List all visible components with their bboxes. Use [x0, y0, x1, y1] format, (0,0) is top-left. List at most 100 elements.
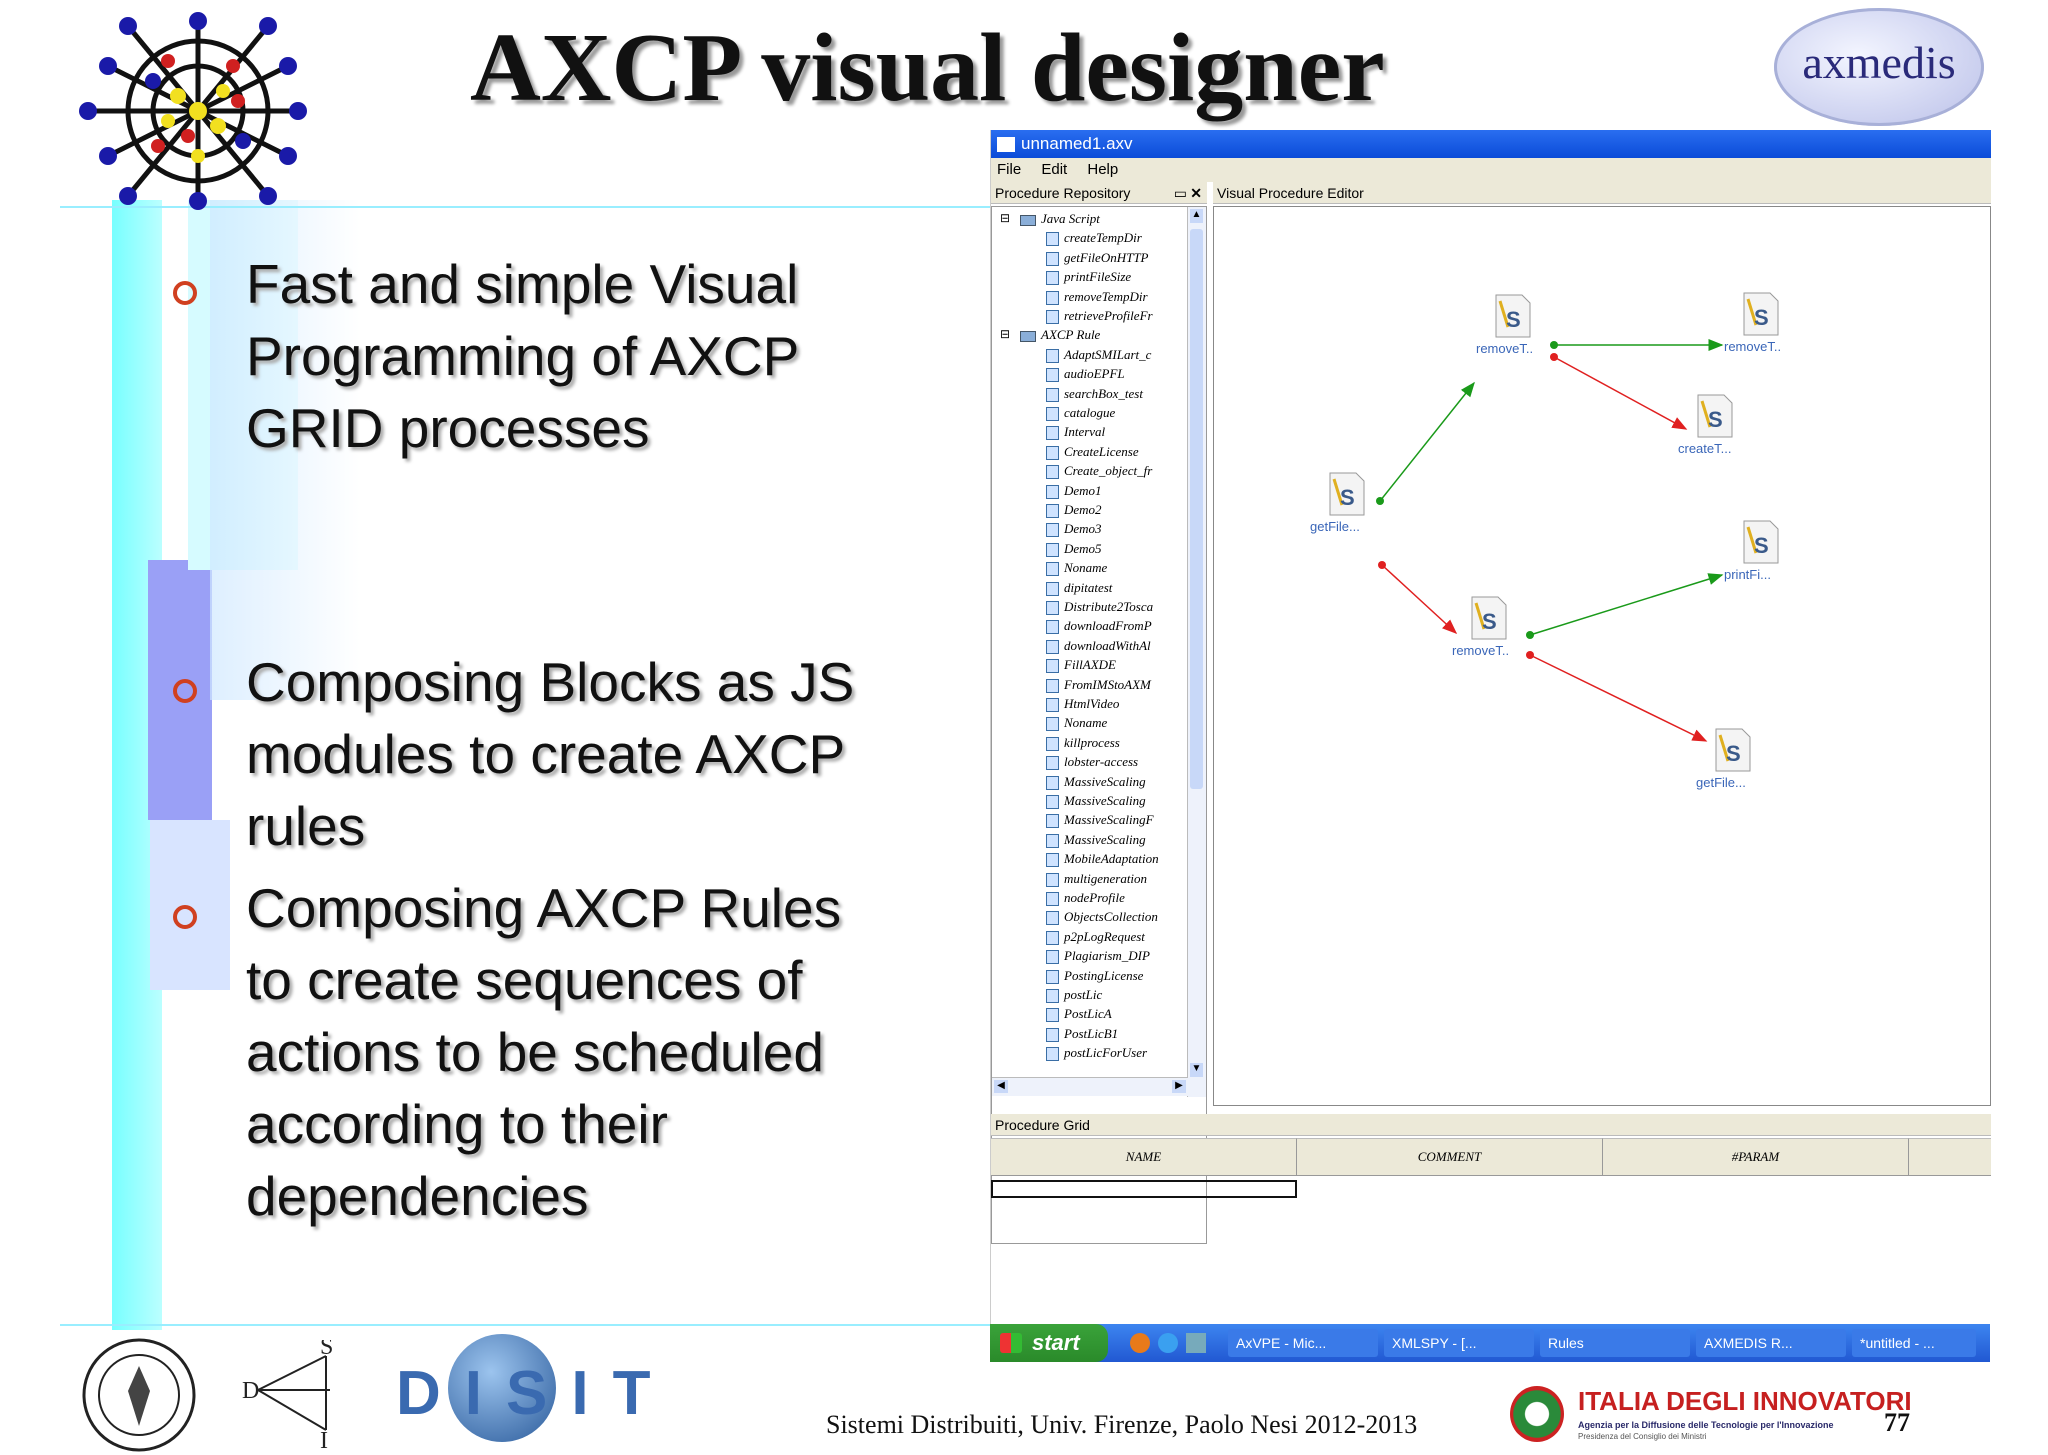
tree-item[interactable]: Plagiarism_DIP — [1046, 946, 1150, 965]
tree-item[interactable]: lobster-access — [1046, 752, 1138, 771]
script-icon — [1046, 892, 1059, 907]
tree-item[interactable]: MassiveScaling — [1046, 791, 1146, 810]
tree-item[interactable]: removeTempDir — [1046, 287, 1148, 306]
app-icon[interactable] — [1186, 1333, 1206, 1353]
script-icon — [1046, 1008, 1059, 1023]
tree-item[interactable]: Noname — [1046, 558, 1107, 577]
procedure-node[interactable]: S — [1490, 291, 1534, 341]
tree-item[interactable]: Demo2 — [1046, 500, 1102, 519]
grid-col-param[interactable]: #PARAM — [1603, 1138, 1909, 1176]
close-icon[interactable]: ✕ — [1190, 185, 1202, 201]
edge-port[interactable] — [1550, 353, 1558, 361]
menu-help[interactable]: Help — [1087, 161, 1119, 178]
tree-item[interactable]: FromIMStoAXM — [1046, 675, 1151, 694]
procedure-edge[interactable] — [1381, 564, 1458, 635]
tree-item[interactable]: AdaptSMILart_c — [1046, 345, 1151, 364]
tree-item[interactable]: HtmlVideo — [1046, 694, 1119, 713]
tree-item[interactable]: Interval — [1046, 422, 1105, 441]
tree-folder[interactable]: ⊟Java Script — [1000, 209, 1100, 228]
task-rules[interactable]: Rules — [1540, 1329, 1690, 1357]
tree-item[interactable]: PostingLicense — [1046, 966, 1143, 985]
tree-item[interactable]: Noname — [1046, 713, 1107, 732]
tree-item[interactable]: MassiveScalingF — [1046, 810, 1154, 829]
procedure-edge[interactable] — [1529, 573, 1724, 636]
edge-port[interactable] — [1376, 497, 1384, 505]
tree-item[interactable]: Create_object_fr — [1046, 461, 1152, 480]
procedure-node[interactable]: S — [1324, 469, 1368, 519]
tree-item[interactable]: MassiveScaling — [1046, 772, 1146, 791]
edge-port[interactable] — [1550, 341, 1558, 349]
task-axvpe[interactable]: AxVPE - Mic... — [1228, 1329, 1378, 1357]
scroll-left-icon[interactable]: ◀ — [994, 1080, 1008, 1093]
tree-item[interactable]: nodeProfile — [1046, 888, 1125, 907]
tree-item-label: p2pLogRequest — [1064, 928, 1145, 944]
tree-item[interactable]: downloadFromP — [1046, 616, 1152, 635]
tree-item[interactable]: MassiveScaling — [1046, 830, 1146, 849]
window-titlebar[interactable]: unnamed1.axv — [991, 130, 1991, 158]
tree-item[interactable]: CreateLicense — [1046, 442, 1139, 461]
grid-col-comment[interactable]: COMMENT — [1297, 1138, 1603, 1176]
scroll-right-icon[interactable]: ▶ — [1172, 1080, 1186, 1093]
tree-item[interactable]: p2pLogRequest — [1046, 927, 1145, 946]
tree-item[interactable]: getFileOnHTTP — [1046, 248, 1149, 267]
scroll-up-icon[interactable]: ▲ — [1190, 209, 1203, 223]
procedure-edge[interactable] — [1379, 381, 1475, 502]
tree-item[interactable]: FillAXDE — [1046, 655, 1116, 674]
tree-item[interactable]: catalogue — [1046, 403, 1115, 422]
tree-item[interactable]: searchBox_test — [1046, 384, 1143, 403]
tree-folder[interactable]: ⊟AXCP Rule — [1000, 325, 1100, 344]
scroll-thumb[interactable] — [1190, 229, 1203, 789]
tree-item[interactable]: PostLicA — [1046, 1004, 1112, 1023]
collapse-toggle-icon[interactable]: ⊟ — [1000, 211, 1011, 225]
ie-icon[interactable] — [1158, 1333, 1178, 1353]
tree-item[interactable]: Demo3 — [1046, 519, 1102, 538]
tree-item[interactable]: postLicForUser — [1046, 1043, 1147, 1062]
tree-item[interactable]: killprocess — [1046, 733, 1120, 752]
procedure-node[interactable]: S — [1466, 593, 1510, 643]
axmedis-logo: axmedis — [1774, 8, 1984, 126]
tree-item-label: PostLicB1 — [1064, 1025, 1119, 1041]
grid-col-name[interactable]: NAME — [991, 1138, 1297, 1176]
tree-item[interactable]: createTempDir — [1046, 228, 1142, 247]
menu-file[interactable]: File — [997, 161, 1022, 178]
procedure-edge[interactable] — [1529, 654, 1708, 742]
edge-port[interactable] — [1526, 651, 1534, 659]
task-axmedis[interactable]: AXMEDIS R... — [1696, 1329, 1846, 1357]
tree-item[interactable]: downloadWithAl — [1046, 636, 1151, 655]
window-app-icon — [997, 137, 1015, 152]
procedure-node[interactable]: S — [1710, 725, 1754, 775]
tree-item[interactable]: dipitatest — [1046, 578, 1112, 597]
scroll-down-icon[interactable]: ▼ — [1190, 1063, 1203, 1077]
start-button[interactable]: start — [990, 1324, 1108, 1362]
collapse-toggle-icon[interactable]: ⊟ — [1000, 327, 1011, 342]
tree-item[interactable]: multigeneration — [1046, 869, 1147, 888]
tree-item[interactable]: ObjectsCollection — [1046, 907, 1158, 926]
tree-item[interactable]: Distribute2Tosca — [1046, 597, 1153, 616]
tree-item[interactable]: PostLicB1 — [1046, 1024, 1118, 1043]
grid-row-edit[interactable] — [991, 1180, 1297, 1198]
tree-item[interactable]: postLic — [1046, 985, 1102, 1004]
menu-edit[interactable]: Edit — [1041, 161, 1068, 178]
tree-item[interactable]: Demo5 — [1046, 539, 1102, 558]
tree-hscrollbar[interactable]: ◀ ▶ — [992, 1077, 1188, 1096]
tree-item[interactable]: MobileAdaptation — [1046, 849, 1159, 868]
procedure-node[interactable]: S — [1738, 517, 1782, 567]
tree-item[interactable]: audioEPFL — [1046, 364, 1125, 383]
tree-item-label: dipitatest — [1064, 579, 1113, 595]
procedure-node[interactable]: S — [1738, 289, 1782, 339]
edge-port[interactable] — [1526, 631, 1534, 639]
tree-item[interactable]: retrieveProfileFr — [1046, 306, 1153, 325]
tree-scrollbar[interactable]: ▲ ▼ — [1187, 207, 1206, 1097]
tree-item[interactable]: Demo1 — [1046, 481, 1102, 500]
firefox-icon[interactable] — [1130, 1333, 1150, 1353]
procedure-node[interactable]: S — [1692, 391, 1736, 441]
procedure-edge[interactable] — [1553, 356, 1688, 430]
tree-item[interactable]: printFileSize — [1046, 267, 1131, 286]
edge-port[interactable] — [1378, 561, 1386, 569]
task-xmlspy[interactable]: XMLSPY - [... — [1384, 1329, 1534, 1357]
task-untitled[interactable]: *untitled - ... — [1852, 1329, 1976, 1357]
page-number: 77 — [1884, 1408, 1910, 1437]
restore-icon[interactable]: ▭ — [1173, 185, 1187, 201]
